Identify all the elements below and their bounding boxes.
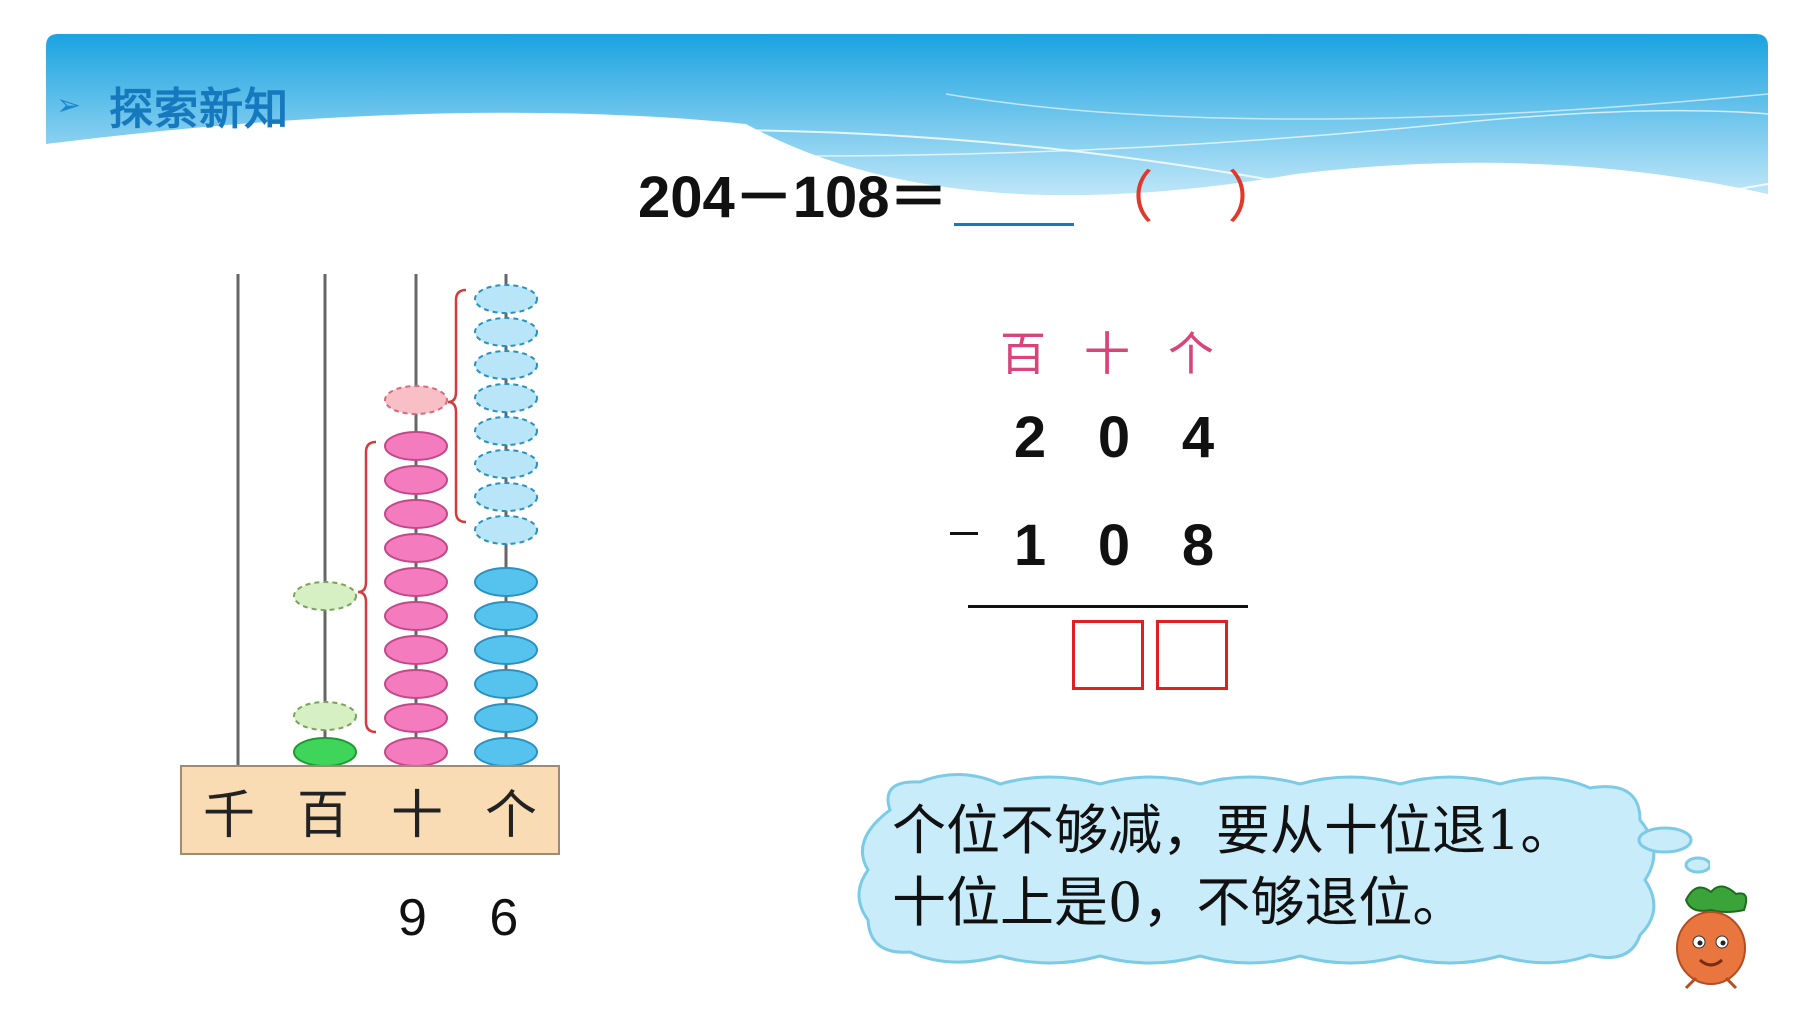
- equation-expression: 204－108＝: [638, 165, 948, 230]
- subtrahend-row: 1 0 8: [988, 512, 1240, 579]
- subtrahend-digit: 1: [1013, 513, 1047, 578]
- paren-close: ）: [1227, 166, 1284, 229]
- place-label-tens: 十: [1084, 327, 1130, 381]
- abacus-bead-tens: [384, 499, 448, 529]
- abacus-bead-tens: [384, 669, 448, 699]
- abacus-bead-tens: [384, 703, 448, 733]
- abacus-bead-ones-dashed: [474, 284, 538, 314]
- abacus-bead-hundreds-dashed: [293, 701, 357, 731]
- abacus-bead-ones-dashed: [474, 416, 538, 446]
- minuend-digit: 4: [1181, 405, 1215, 470]
- abacus-bead-ones-dashed: [474, 383, 538, 413]
- abacus-bead-ones: [474, 601, 538, 631]
- abacus-bead-tens-dashed: [384, 385, 448, 415]
- answer-box-tens[interactable]: [1072, 620, 1144, 690]
- abacus-bead-ones: [474, 737, 538, 767]
- abacus-bead-ones-dashed: [474, 482, 538, 512]
- vertical-place-header: 百 十 个: [1000, 318, 1214, 384]
- abacus-bead-ones: [474, 567, 538, 597]
- header-banner: [46, 34, 1768, 208]
- equation: 204－108＝ （ ）: [638, 164, 1284, 234]
- answer-box-ones[interactable]: [1156, 620, 1228, 690]
- bracket-tens: [357, 440, 377, 734]
- place-label-hundreds: 百: [1000, 327, 1046, 381]
- abacus-label-thousands: 千: [202, 785, 255, 846]
- abacus-illustration: [236, 274, 538, 768]
- subtrahend-digit: 8: [1181, 513, 1215, 578]
- abacus-bead-ones-dashed: [474, 449, 538, 479]
- abacus-bead-ones: [474, 669, 538, 699]
- abacus-bead-ones: [474, 703, 538, 733]
- paren-open: （: [1097, 166, 1154, 229]
- minuend-digit: 0: [1097, 405, 1131, 470]
- section-title: ➢ 探索新知: [56, 80, 289, 135]
- abacus-bead-tens: [384, 601, 448, 631]
- place-label-ones: 个: [1168, 327, 1214, 381]
- section-title-text: 探索新知: [109, 84, 290, 135]
- abacus-bead-tens: [384, 431, 448, 461]
- abacus-label-tens: 十: [390, 785, 443, 846]
- answer-blank[interactable]: [953, 222, 1074, 226]
- radish-mascot-icon: [1676, 885, 1748, 990]
- abacus-bead-ones: [474, 635, 538, 665]
- speech-cloud: [857, 773, 1710, 965]
- minus-sign: [950, 532, 978, 535]
- speech-text: 个位不够减，要从十位退1。 十位上是0，不够退位。: [892, 795, 1652, 939]
- subtrahend-digit: 0: [1097, 513, 1131, 578]
- abacus-bead-tens: [384, 635, 448, 665]
- abacus-bead-ones-dashed: [474, 317, 538, 347]
- abacus-label-ones: 个: [484, 785, 537, 846]
- abacus-bead-hundreds-dashed: [293, 581, 357, 611]
- abacus-bead-tens: [384, 533, 448, 563]
- abacus-base: 千 百 十 个: [180, 765, 560, 855]
- abacus-bead-tens: [384, 465, 448, 495]
- sum-line: [968, 605, 1248, 608]
- abacus-bead-tens: [384, 567, 448, 597]
- abacus-bead-ones-dashed: [474, 515, 538, 545]
- triangle-right-icon: ➢: [56, 87, 82, 123]
- abacus-result: 9 6: [398, 889, 543, 947]
- speech-line-1: 个位不够减，要从十位退1。: [892, 799, 1575, 862]
- abacus-bead-tens: [384, 737, 448, 767]
- minuend-digit: 2: [1013, 405, 1047, 470]
- speech-line-2: 十位上是0，不够退位。: [892, 871, 1467, 934]
- abacus-bead-ones-dashed: [474, 350, 538, 380]
- abacus-label-hundreds: 百: [296, 785, 349, 846]
- bracket-ones: [447, 288, 467, 524]
- minuend-row: 2 0 4: [988, 404, 1240, 471]
- abacus-bead-hundreds: [293, 737, 357, 767]
